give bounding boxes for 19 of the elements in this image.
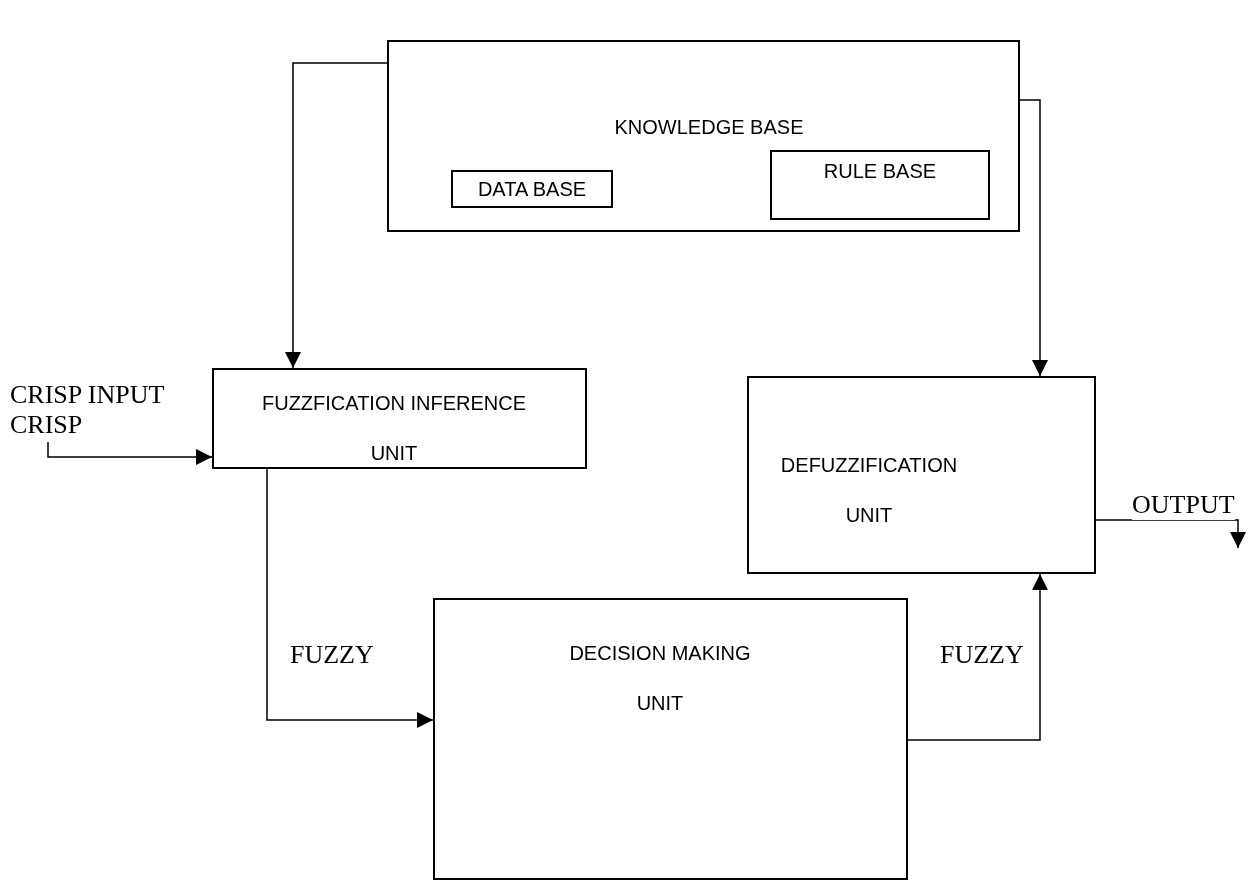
box-label: KNOWLEDGE BASE <box>613 115 805 140</box>
box-label: RULE BASE <box>822 159 938 184</box>
arrow <box>907 573 1048 741</box>
data-base-box <box>451 170 613 208</box>
box-label: DATA BASE <box>476 177 588 202</box>
knowledge-base-box <box>387 40 1020 232</box>
arrow <box>1019 99 1048 377</box>
process-box <box>433 598 908 880</box>
box-label: FUZZFICATION INFERENCE UNIT <box>260 391 528 466</box>
arrow <box>266 468 434 728</box>
box-label: DECISION MAKING UNIT <box>568 641 752 716</box>
box-label: DEFUZZIFICATION UNIT <box>779 453 959 528</box>
process-box <box>747 376 1096 574</box>
rule-base-box <box>770 150 990 220</box>
arrow <box>1095 519 1246 549</box>
arrow <box>47 441 213 465</box>
arrow <box>285 62 388 369</box>
input-label: CRISP INPUT CRISP <box>10 380 165 440</box>
process-box <box>212 368 587 469</box>
